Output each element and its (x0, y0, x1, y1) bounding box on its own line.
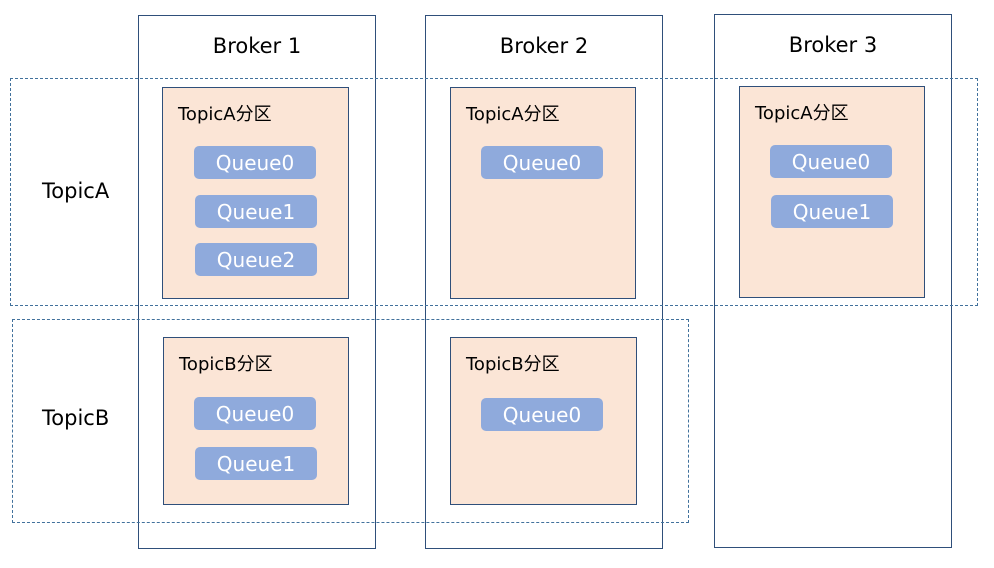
queue-1: Queue1 (195, 447, 317, 480)
topic-a-broker-1-partition: TopicA分区 Queue0 Queue1 Queue2 (162, 87, 349, 299)
queue-0: Queue0 (770, 145, 892, 178)
broker-3-label: Broker 3 (788, 33, 878, 57)
topic-b-broker-2-partition: TopicB分区 Queue0 (450, 337, 637, 505)
queue-2: Queue2 (195, 243, 317, 276)
queue-0: Queue0 (194, 146, 316, 179)
partition-title: TopicA分区 (178, 104, 272, 125)
broker-2-label: Broker 2 (499, 34, 589, 58)
queue-0: Queue0 (481, 146, 603, 179)
partition-title: TopicA分区 (466, 104, 560, 125)
broker-3-box: Broker 3 (714, 14, 952, 548)
topic-a-label: TopicA (42, 179, 110, 203)
broker-1-box: Broker 1 (138, 15, 376, 549)
partition-title: TopicB分区 (466, 354, 560, 375)
broker-1-label: Broker 1 (212, 34, 302, 58)
queue-1: Queue1 (771, 195, 893, 228)
topic-b-label: TopicB (42, 406, 110, 430)
topic-a-broker-2-partition: TopicA分区 Queue0 (450, 87, 636, 299)
queue-0: Queue0 (194, 397, 316, 430)
queue-1: Queue1 (195, 195, 317, 228)
broker-2-box: Broker 2 (425, 15, 663, 549)
topic-b-broker-1-partition: TopicB分区 Queue0 Queue1 (163, 337, 349, 505)
topic-a-broker-3-partition: TopicA分区 Queue0 Queue1 (739, 86, 925, 298)
queue-0: Queue0 (481, 398, 603, 431)
topic-a-group (10, 78, 978, 306)
topic-b-group (12, 319, 689, 523)
partition-title: TopicB分区 (179, 354, 273, 375)
partition-title: TopicA分区 (755, 103, 849, 124)
